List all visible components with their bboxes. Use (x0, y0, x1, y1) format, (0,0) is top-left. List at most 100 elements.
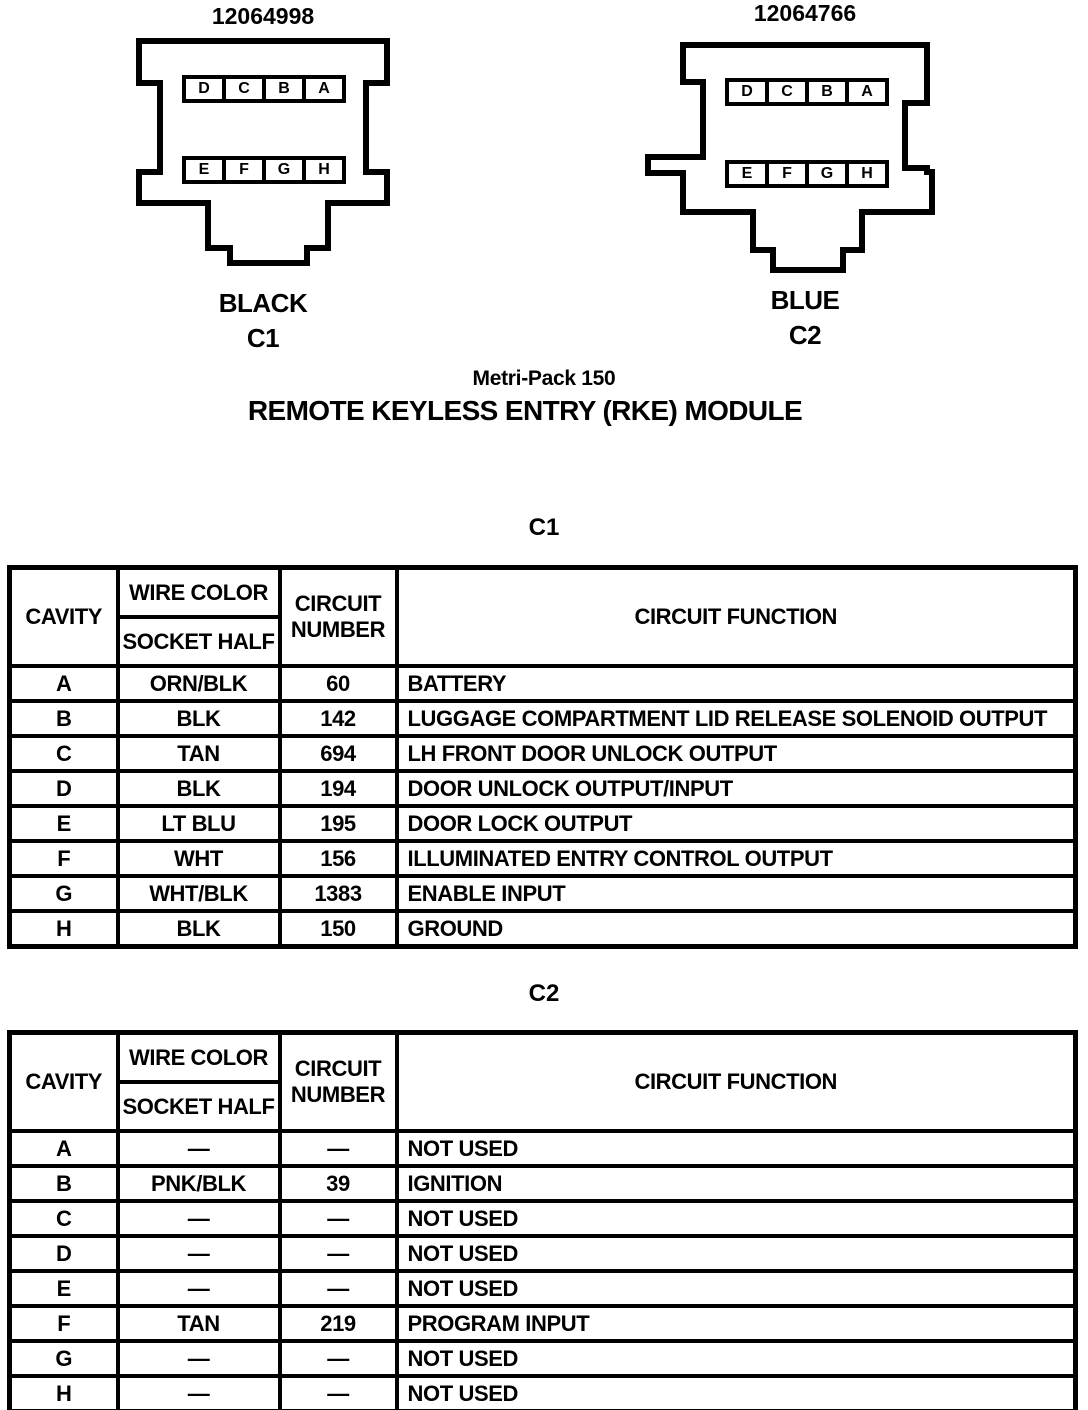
cell-cavity: F (7, 839, 120, 878)
pinout-table-c1: CAVITY WIRE COLOR SOCKET HALF CIRCUIT NU… (7, 565, 1078, 949)
cell-circuit-function: LH FRONT DOOR UNLOCK OUTPUT (394, 734, 1078, 773)
connector-diagrams (136, 38, 935, 273)
pin-cavity-a: A (845, 78, 889, 106)
cell-wire-color: ORN/BLK (115, 664, 282, 703)
pin-cavity-h: H (302, 156, 346, 184)
header-row: CAVITY WIRE COLOR SOCKET HALF CIRCUIT NU… (7, 1030, 1078, 1133)
connector-c2-outline (645, 42, 935, 273)
header-row: CAVITY WIRE COLOR SOCKET HALF CIRCUIT NU… (7, 565, 1078, 668)
cell-circuit-number: — (277, 1339, 399, 1378)
cell-cavity: C (7, 734, 120, 773)
cell-circuit-function: ILLUMINATED ENTRY CONTROL OUTPUT (394, 839, 1078, 878)
pin-cavity-d: D (182, 75, 226, 103)
cell-circuit-number: 142 (277, 699, 399, 738)
cell-circuit-number: 39 (277, 1164, 399, 1203)
connector-caption-c1: BLACK C1 (139, 286, 387, 356)
cell-cavity: H (7, 1374, 120, 1410)
pin-cavity-b: B (262, 75, 306, 103)
cell-cavity: C (7, 1199, 120, 1238)
header-circuit-function: CIRCUIT FUNCTION (394, 565, 1078, 668)
pinout-table-c2: CAVITY WIRE COLOR SOCKET HALF CIRCUIT NU… (7, 1030, 1078, 1410)
pin-cavity-h: H (845, 160, 889, 188)
table-row: E——NOT USED (7, 1269, 1078, 1308)
table-row: H——NOT USED (7, 1374, 1078, 1410)
pin-cavity-a: A (302, 75, 346, 103)
cell-circuit-function: IGNITION (394, 1164, 1078, 1203)
cell-circuit-number: — (277, 1234, 399, 1273)
cell-wire-color: TAN (115, 734, 282, 773)
cell-circuit-number: — (277, 1129, 399, 1168)
header-wire-color-label: WIRE COLOR (121, 1036, 276, 1084)
cell-circuit-function: DOOR UNLOCK OUTPUT/INPUT (394, 769, 1078, 808)
subtitle: Metri-Pack 150 (472, 367, 616, 390)
cell-wire-color: BLK (115, 699, 282, 738)
connector-color-label: BLUE (770, 285, 840, 315)
pin-cavity-d: D (725, 78, 769, 106)
cell-circuit-number: — (277, 1199, 399, 1238)
cell-wire-color: PNK/BLK (115, 1164, 282, 1203)
cell-circuit-function: NOT USED (394, 1199, 1078, 1238)
cell-circuit-function: NOT USED (394, 1339, 1078, 1378)
cell-circuit-number: 156 (277, 839, 399, 878)
cell-cavity: F (7, 1304, 120, 1343)
connector-caption-c2: BLUE C2 (683, 283, 927, 353)
cell-circuit-number: 195 (277, 804, 399, 843)
pin-cavity-f: F (222, 156, 266, 184)
table-row: G——NOT USED (7, 1339, 1078, 1378)
cell-wire-color: BLK (115, 769, 282, 808)
cell-circuit-function: DOOR LOCK OUTPUT (394, 804, 1078, 843)
cell-circuit-function: NOT USED (394, 1374, 1078, 1410)
pin-cavity-g: G (262, 156, 306, 184)
cell-circuit-function: ENABLE INPUT (394, 874, 1078, 913)
cell-wire-color: WHT/BLK (115, 874, 282, 913)
cell-circuit-number: 194 (277, 769, 399, 808)
header-socket-half-label: SOCKET HALF (122, 1093, 275, 1119)
pin-cavity-f: F (765, 160, 809, 188)
pin-cavity-g: G (805, 160, 849, 188)
cell-wire-color: BLK (115, 909, 282, 949)
cell-wire-color: — (115, 1234, 282, 1273)
table-label-c1: C1 (528, 514, 560, 541)
cell-wire-color: — (115, 1269, 282, 1308)
cell-wire-color: LT BLU (115, 804, 282, 843)
connector-name-label: C2 (788, 320, 822, 350)
cell-circuit-function: LUGGAGE COMPARTMENT LID RELEASE SOLENOID… (394, 699, 1078, 738)
cell-circuit-function: NOT USED (394, 1269, 1078, 1308)
cell-circuit-number: 60 (277, 664, 399, 703)
cell-circuit-number: 1383 (277, 874, 399, 913)
cell-circuit-number: — (277, 1269, 399, 1308)
part-number-c1: 12064998 (211, 3, 315, 29)
cell-cavity: A (7, 1129, 120, 1168)
cell-wire-color: — (115, 1129, 282, 1168)
cell-cavity: H (7, 909, 120, 949)
cell-circuit-function: NOT USED (394, 1129, 1078, 1168)
cell-cavity: D (7, 769, 120, 808)
table-label-c2: C2 (528, 980, 560, 1007)
cell-cavity: A (7, 664, 120, 703)
cell-wire-color: TAN (115, 1304, 282, 1343)
connector-c1-outline (136, 38, 390, 266)
cell-wire-color: — (115, 1374, 282, 1410)
header-cavity: CAVITY (7, 565, 120, 668)
cell-wire-color: — (115, 1199, 282, 1238)
header-wire-color-label: WIRE COLOR (121, 571, 276, 619)
cell-cavity: E (7, 1269, 120, 1308)
cell-circuit-number: 219 (277, 1304, 399, 1343)
pin-cavity-e: E (725, 160, 769, 188)
pin-cavity-c: C (765, 78, 809, 106)
pin-cavity-b: B (805, 78, 849, 106)
table-row: C——NOT USED (7, 1199, 1078, 1238)
cell-circuit-function: NOT USED (394, 1234, 1078, 1273)
